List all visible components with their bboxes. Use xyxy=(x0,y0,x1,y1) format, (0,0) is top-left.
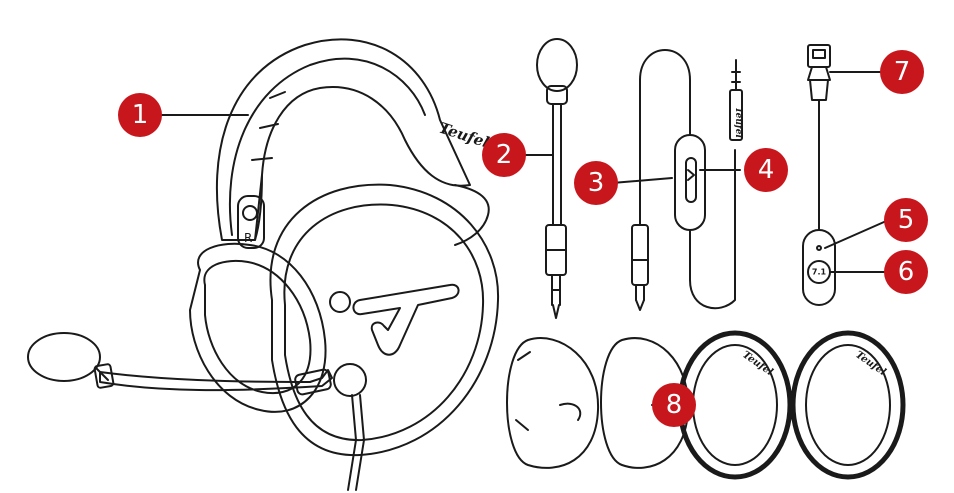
svg-text:6: 6 xyxy=(898,257,915,287)
front-ear-cup xyxy=(269,183,500,457)
callout-2: 2 xyxy=(482,133,526,177)
svg-text:8: 8 xyxy=(666,390,683,420)
dongle-button-label: 7.1 xyxy=(812,268,827,277)
ear-cushion-1 xyxy=(677,330,793,480)
ear-cushion-2 xyxy=(790,330,906,480)
detachable-microphone-illustration xyxy=(536,38,578,319)
callout-4: 4 xyxy=(744,148,788,192)
rear-ear-cup xyxy=(189,242,327,413)
ear-slider xyxy=(237,195,265,249)
inline-remote xyxy=(674,134,706,231)
callout-7: 7 xyxy=(880,50,924,94)
headband xyxy=(215,38,471,241)
usb-dongle-illustration: 7.1 xyxy=(802,44,836,306)
callout-leaders xyxy=(161,71,885,406)
svg-text:2: 2 xyxy=(496,140,513,170)
headset-boom-mic xyxy=(99,369,333,392)
brand-logo-mark xyxy=(352,283,460,356)
headband-brand: Teufel xyxy=(437,119,492,152)
callout-badges: 1 2 3 4 5 6 7 8 xyxy=(118,50,928,427)
ear-side-label: R xyxy=(244,231,252,245)
svg-text:5: 5 xyxy=(898,205,915,235)
svg-text:1: 1 xyxy=(132,100,149,130)
svg-text:3: 3 xyxy=(588,168,605,198)
cable-brand: Teufel xyxy=(733,107,743,139)
callout-8: 8 xyxy=(652,383,696,427)
callout-5: 5 xyxy=(884,198,928,242)
svg-text:4: 4 xyxy=(758,155,775,185)
svg-text:7: 7 xyxy=(894,57,911,87)
ear-cushion-set-illustration: Teufel Teufel xyxy=(506,330,906,480)
callout-3: 3 xyxy=(574,161,618,205)
inline-remote-cable-illustration: Teufel xyxy=(631,49,743,311)
callout-1: 1 xyxy=(118,93,162,137)
headset-illustration: Teufel R xyxy=(27,38,500,491)
callout-6: 6 xyxy=(884,250,928,294)
